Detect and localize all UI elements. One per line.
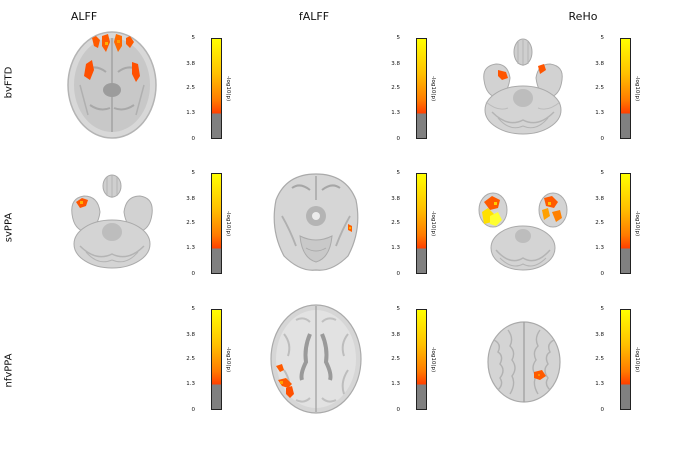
colorbar-tick: 3.8 [391, 61, 400, 67]
row-label-svppa: svPPA [3, 212, 15, 243]
colorbar-tick: 2.5 [391, 85, 400, 91]
brain-slice-nfvppa-reho [484, 320, 564, 404]
colorbar-tick: 2.5 [595, 356, 604, 362]
colorbar-tick: 0 [191, 136, 196, 142]
colorbar-label: -log10(p) [430, 76, 436, 102]
colorbar-tick: 3.8 [186, 332, 195, 338]
colorbar-tick: 5 [191, 170, 196, 176]
colorbar-tick: 0 [396, 271, 401, 277]
colorbar-tick: 1.3 [595, 110, 604, 116]
colorbar-gradient [416, 173, 427, 274]
colorbar-tick: 5 [600, 170, 605, 176]
colorbar-tick: 1.3 [186, 110, 195, 116]
colorbar-tick: 3.8 [186, 196, 195, 202]
colorbar-tick: 2.5 [595, 220, 604, 226]
colorbar-label: -log10(p) [225, 211, 231, 237]
colorbar-tick: 5 [191, 306, 196, 312]
colorbar-tick: 1.3 [595, 381, 604, 387]
colorbar-gradient [620, 309, 631, 410]
colorbar-tick: 0 [191, 407, 196, 413]
colorbar-tick: 2.5 [595, 85, 604, 91]
colorbar-gradient [416, 38, 427, 139]
colorbar-label: -log10(p) [634, 347, 640, 373]
colorbar-tick: 2.5 [186, 356, 195, 362]
colorbar-gradient [620, 38, 631, 139]
colorbar-tick: 3.8 [595, 61, 604, 67]
colorbar-tick: 1.3 [391, 381, 400, 387]
colorbar-tick: 0 [600, 136, 605, 142]
colorbar-tick: 1.3 [595, 245, 604, 251]
colorbar-tick: 0 [600, 271, 605, 277]
colorbar-label: -log10(p) [225, 347, 231, 373]
colorbar-tick: 2.5 [186, 220, 195, 226]
colorbar-label: -log10(p) [430, 347, 436, 373]
colorbar-tick: 0 [396, 136, 401, 142]
brain-slice-svppa-falff [270, 170, 362, 274]
colorbar-tick: 3.8 [595, 332, 604, 338]
colorbar-tick: 1.3 [186, 245, 195, 251]
colorbar-gradient [416, 309, 427, 410]
colorbar-tick: 5 [191, 35, 196, 41]
colorbar-label: -log10(p) [634, 76, 640, 102]
colorbar-tick: 3.8 [391, 332, 400, 338]
colorbar-tick: 5 [600, 306, 605, 312]
row-label-bvftd: bvFTD [3, 66, 15, 99]
colorbar-gradient [620, 173, 631, 274]
colorbar-tick: 1.3 [391, 110, 400, 116]
colorbar-tick: 3.8 [186, 61, 195, 67]
colorbar-tick: 0 [600, 407, 605, 413]
colorbar-tick: 3.8 [391, 196, 400, 202]
colorbar-gradient [211, 38, 222, 139]
colorbar-tick: 5 [396, 35, 401, 41]
brain-slice-bvftd-alff [66, 30, 158, 140]
column-title-alff: ALFF [70, 10, 98, 23]
brain-slice-svppa-reho [478, 192, 568, 272]
colorbar-tick: 0 [191, 271, 196, 277]
colorbar-label: -log10(p) [430, 211, 436, 237]
colorbar-tick: 3.8 [595, 196, 604, 202]
colorbar-tick: 2.5 [391, 220, 400, 226]
column-title-falff: fALFF [298, 10, 330, 23]
colorbar-gradient [211, 309, 222, 410]
brain-slice-nfvppa-falff [270, 304, 362, 414]
colorbar-tick: 2.5 [391, 356, 400, 362]
colorbar-label: -log10(p) [634, 211, 640, 237]
brain-slice-svppa-alff [66, 174, 158, 270]
colorbar-label: -log10(p) [225, 76, 231, 102]
colorbar-gradient [211, 173, 222, 274]
colorbar-tick: 5 [396, 306, 401, 312]
column-title-reho: ReHo [568, 10, 598, 23]
colorbar-tick: 1.3 [186, 381, 195, 387]
colorbar-tick: 1.3 [391, 245, 400, 251]
colorbar-tick: 5 [396, 170, 401, 176]
brain-slice-bvftd-reho [478, 38, 568, 138]
colorbar-tick: 2.5 [186, 85, 195, 91]
colorbar-tick: 5 [600, 35, 605, 41]
row-label-nfvppa: nfvPPA [3, 353, 15, 388]
colorbar-tick: 0 [396, 407, 401, 413]
